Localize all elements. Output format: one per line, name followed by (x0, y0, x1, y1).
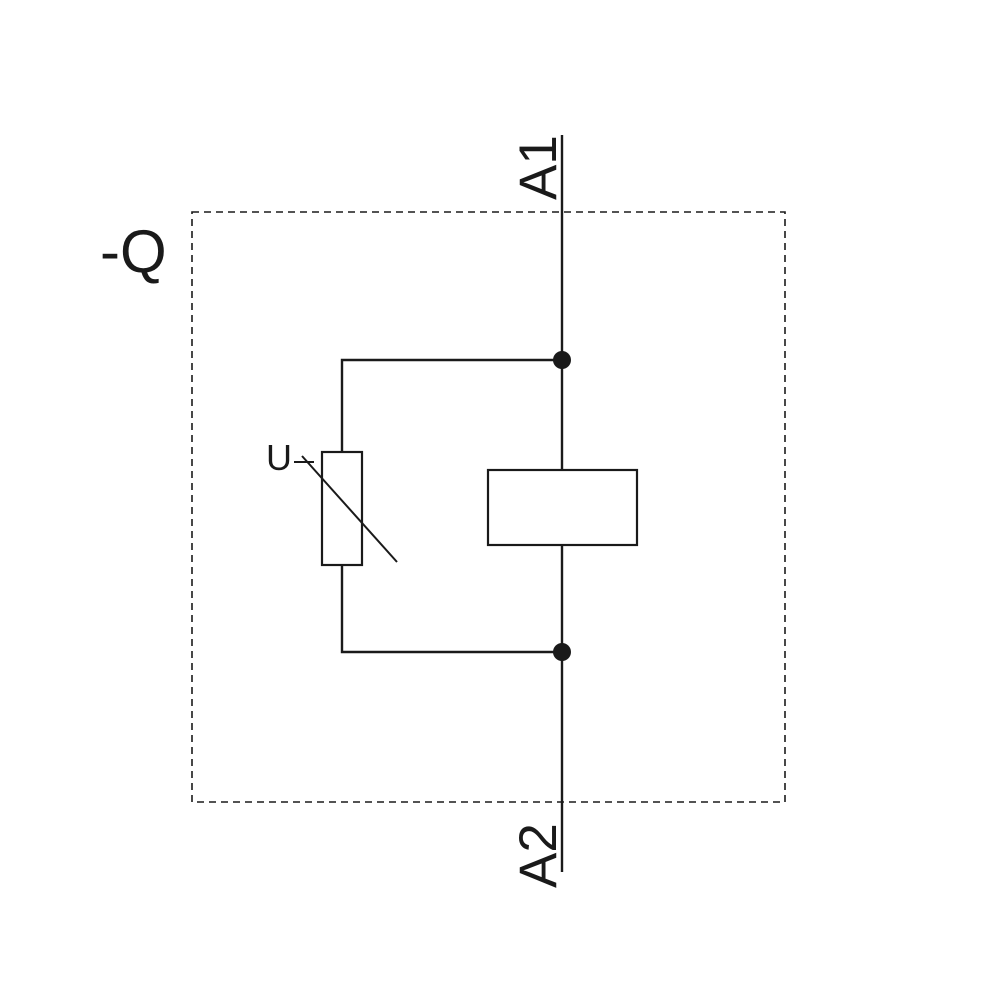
component-boundary (191, 211, 786, 803)
terminal-label-a1: A1 (509, 135, 568, 200)
branch-wire-upper (340, 358, 562, 452)
branch-wire-lower (340, 565, 562, 654)
component-label: -Q (100, 218, 167, 285)
varistor-label: U (266, 437, 292, 478)
varistor-branch: U (266, 358, 562, 654)
coil-body (486, 468, 639, 547)
varistor-body (320, 450, 364, 567)
varistor-diagonal (301, 455, 398, 563)
terminal-label-a2: A2 (509, 823, 568, 888)
